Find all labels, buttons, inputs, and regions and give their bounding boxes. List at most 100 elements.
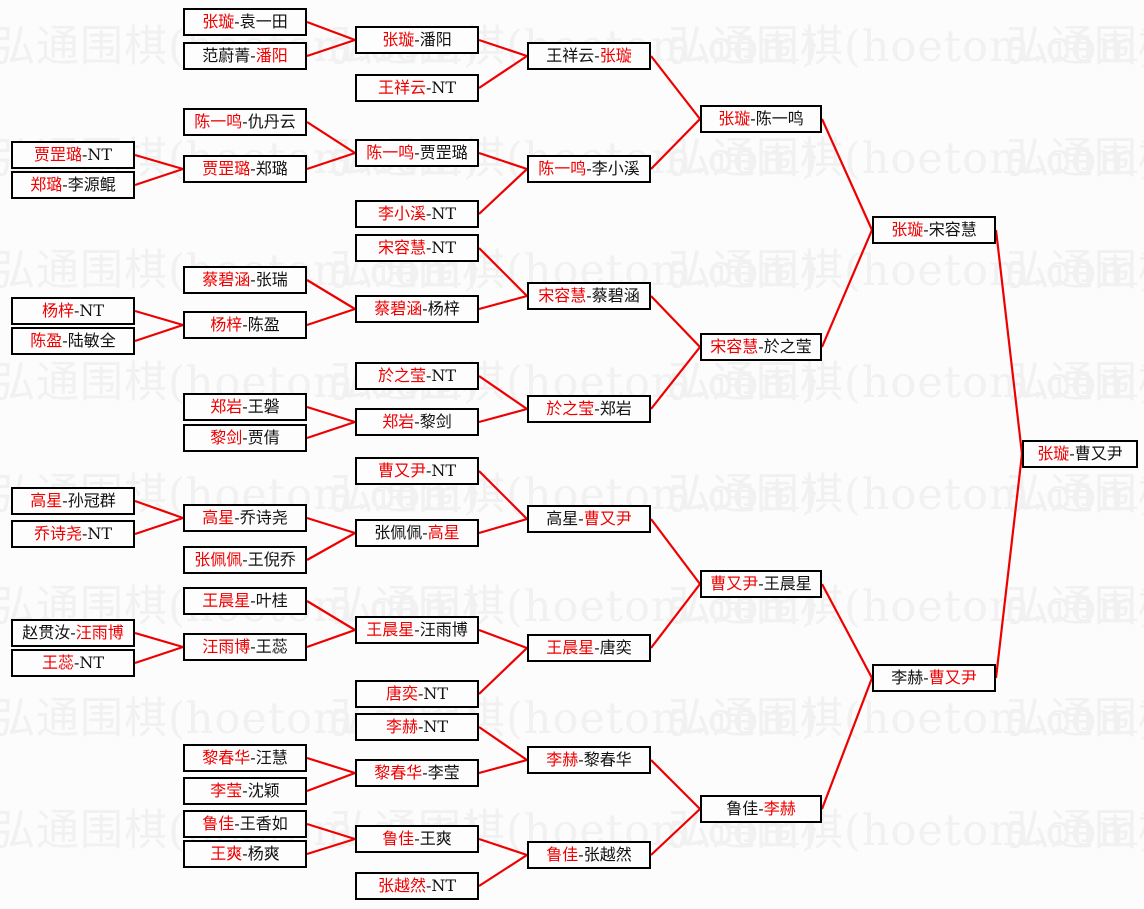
match-box[interactable]: 宋容慧-NT [355,234,479,262]
match-box[interactable]: 高星-孙冠群 [11,487,135,515]
match-box[interactable]: 黎剑-贾倩 [183,424,307,452]
player-name-b: NT [87,145,113,164]
match-box[interactable]: 李赫-曹又尹 [872,664,996,692]
name-separator: - [81,524,88,543]
name-separator: - [594,638,600,657]
match-box[interactable]: 蔡碧涵-杨梓 [355,295,479,323]
match-box[interactable]: 张越然-NT [355,872,479,900]
match-box[interactable]: 鲁佳-李赫 [700,795,822,823]
player-name-a: 李赫 [385,717,418,736]
match-box[interactable]: 范蔚菁-潘阳 [183,42,307,70]
name-separator: - [242,315,248,334]
match-box[interactable]: 王祥云-张璇 [527,42,651,70]
match-box[interactable]: 黎春华-李莹 [355,759,479,787]
name-separator: - [250,270,256,289]
match-box[interactable]: 曹又尹-王晨星 [700,570,822,598]
match-box[interactable]: 於之莹-郑岩 [527,395,651,423]
match-box[interactable]: 陈一鸣-李小溪 [527,155,651,183]
match-box[interactable]: 陈一鸣-仇丹云 [183,108,307,136]
bracket-link [650,346,701,410]
match-box[interactable]: 王爽-杨爽 [183,840,307,868]
match-box[interactable]: 曹又尹-NT [355,457,479,485]
match-box[interactable]: 郑岩-黎剑 [355,408,479,436]
player-name-a: 蔡碧涵 [202,270,251,289]
match-box[interactable]: 张璇-陈一鸣 [700,105,822,133]
player-name-b: 李莹 [427,763,460,782]
player-name-b: NT [431,876,457,895]
match-box[interactable]: 张佩佩-高星 [355,519,479,547]
match-box[interactable]: 张佩佩-王倪乔 [183,546,307,574]
match-box[interactable]: 张璇-袁一田 [183,8,307,36]
player-name-a: 陈一鸣 [194,112,243,131]
match-box[interactable]: 王晨星-汪雨博 [355,616,479,644]
name-separator: - [422,523,428,542]
match-box[interactable]: 贾罡璐-NT [11,141,135,169]
match-box[interactable]: 宋容慧-蔡碧涵 [527,282,651,310]
player-name-b: 李小溪 [591,159,640,178]
name-separator: - [422,763,428,782]
match-box[interactable]: 张璇-潘阳 [355,26,479,54]
player-name-b: 曹又尹 [1074,444,1123,463]
player-name-a: 陈一鸣 [538,159,587,178]
bracket-link [134,631,184,649]
bracket-link [820,118,874,231]
match-box[interactable]: 高星-乔诗尧 [183,504,307,532]
match-box[interactable]: 鲁佳-张越然 [527,841,651,869]
name-separator: - [422,299,428,318]
match-box[interactable]: 蔡碧涵-张瑞 [183,266,307,294]
player-name-a: 黎春华 [202,748,251,767]
player-name-a: 李赫 [546,750,579,769]
match-box[interactable]: 唐奕-NT [355,680,479,708]
bracket-link [478,837,528,857]
match-box[interactable]: 李赫-NT [355,713,479,741]
player-name-a: 黎剑 [210,428,243,447]
bracket-link [306,405,356,424]
match-box[interactable]: 王蕊-NT [11,649,135,677]
player-name-b: 王晨星 [763,574,812,593]
match-box[interactable]: 鲁佳-王香如 [183,810,307,838]
player-name-a: 王祥云 [377,78,426,97]
match-box[interactable]: 张璇-曹又尹 [1022,440,1138,468]
match-box[interactable]: 高星-曹又尹 [527,505,651,533]
match-box[interactable]: 宋容慧-於之莹 [700,333,822,361]
match-box[interactable]: 陈盈-陆敏全 [11,327,135,355]
player-name-b: NT [79,653,105,672]
name-separator: - [578,845,584,864]
player-name-b: 乔诗尧 [239,508,288,527]
match-box[interactable]: 李莹-沈颖 [183,777,307,805]
match-box[interactable]: 张璇-宋容慧 [872,216,996,244]
match-box[interactable]: 杨梓-陈盈 [183,311,307,339]
bracket-link [650,295,701,348]
player-name-a: 张璇 [718,109,751,128]
name-separator: - [758,799,764,818]
match-box[interactable]: 王祥云-NT [355,74,479,102]
match-box[interactable]: 李小溪-NT [355,200,479,228]
player-name-b: 於之莹 [763,337,812,356]
player-name-a: 蔡碧涵 [374,299,423,318]
name-separator: - [73,653,80,672]
match-box[interactable]: 赵贯汝-汪雨博 [11,619,135,647]
match-box[interactable]: 李赫-黎春华 [527,746,651,774]
match-box[interactable]: 於之莹-NT [355,362,479,390]
bracket-link [306,151,356,171]
name-separator: - [62,331,68,350]
match-box[interactable]: 陈一鸣-贾罡璐 [355,139,479,167]
match-box[interactable]: 王晨星-叶桂 [183,587,307,615]
match-box[interactable]: 乔诗尧-NT [11,520,135,548]
player-name-a: 黎春华 [374,763,423,782]
match-box[interactable]: 鲁佳-王爽 [355,825,479,853]
bracket-link [134,645,184,665]
match-box[interactable]: 王晨星-唐奕 [527,634,651,662]
bracket-link [478,407,528,424]
match-box[interactable]: 杨梓-NT [11,297,135,325]
name-separator: - [250,748,256,767]
match-box[interactable]: 汪雨博-王蕊 [183,633,307,661]
player-name-a: 鲁佳 [546,845,579,864]
match-box[interactable]: 贾罡璐-郑璐 [183,155,307,183]
match-box[interactable]: 郑璐-李源鲲 [11,171,135,199]
player-name-b: 郑岩 [599,399,632,418]
name-separator: - [417,684,424,703]
match-box[interactable]: 郑岩-王磐 [183,393,307,421]
match-box[interactable]: 黎春华-汪慧 [183,744,307,772]
player-name-a: 鲁佳 [202,814,235,833]
